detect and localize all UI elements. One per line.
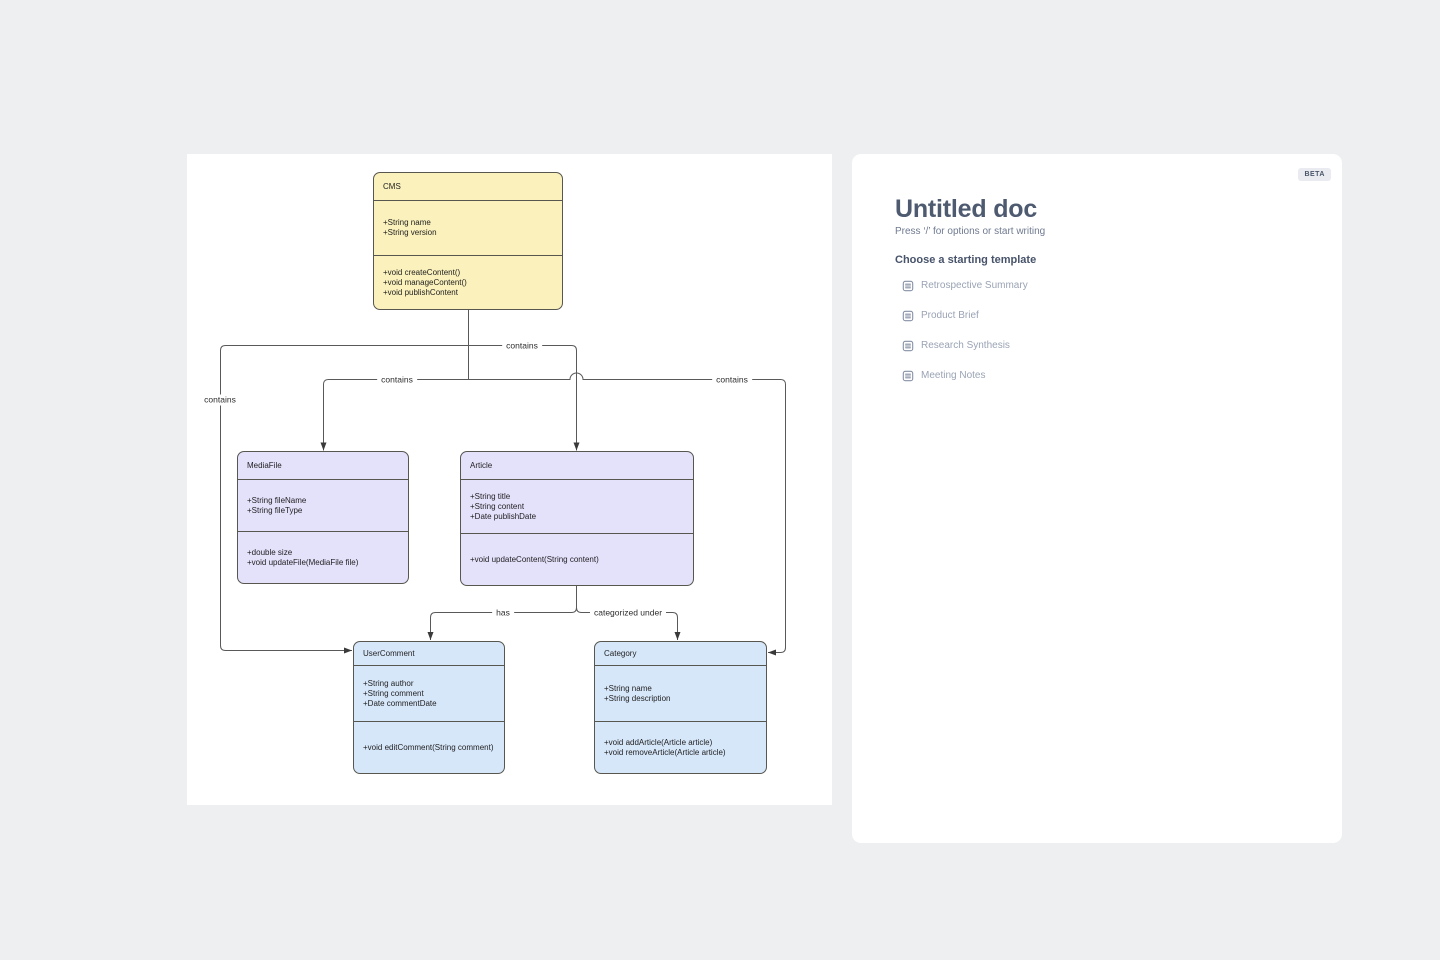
class-methods-category: +void addArticle(Article article) +void …: [595, 721, 766, 773]
templates-heading: Choose a starting template: [895, 254, 1037, 266]
class-attribute: +String fileType: [247, 505, 303, 515]
class-title-mediafile: MediaFile: [238, 452, 408, 480]
class-method: +void addArticle(Article article): [604, 737, 713, 747]
class-box-category[interactable]: Category +String name +String descriptio…: [594, 641, 767, 774]
class-title-usercomment: UserComment: [354, 642, 504, 666]
doc-title[interactable]: Untitled doc: [895, 195, 1038, 223]
class-attributes-mediafile: +String fileName +String fileType: [238, 480, 408, 531]
doc-panel: BETA Untitled doc Press ‘/’ for options …: [852, 154, 1342, 843]
class-attribute: +String name: [383, 218, 431, 227]
class-box-mediafile[interactable]: MediaFile +String fileName +String fileT…: [237, 451, 409, 584]
class-attributes-article: +String title +String content +Date publ…: [461, 480, 693, 533]
class-attribute: +String author: [363, 678, 414, 688]
edge-cms-category: [468, 372, 786, 656]
template-item-meeting-notes[interactable]: Meeting Notes: [902, 361, 1028, 391]
class-attributes-cms: +String name +String version: [374, 201, 562, 255]
class-attributes-usercomment: +String author +String comment +Date com…: [354, 666, 504, 721]
class-box-usercomment[interactable]: UserComment +String author +String comme…: [353, 641, 505, 774]
class-methods-article: +void updateContent(String content): [461, 533, 693, 585]
edge-label-categorized-under: categorized under: [589, 607, 667, 619]
class-method: +void removeArticle(Article article): [604, 747, 726, 757]
class-attribute: +String name: [604, 683, 652, 693]
class-title-category: Category: [595, 642, 766, 666]
edge-label-contains-article: contains: [502, 340, 542, 352]
class-title-cms: CMS: [374, 173, 562, 201]
template-list: Retrospective Summary Product Brief Rese…: [902, 271, 1028, 391]
template-label: Research Synthesis: [921, 340, 1010, 351]
template-item-research-synthesis[interactable]: Research Synthesis: [902, 331, 1028, 361]
template-label: Product Brief: [921, 310, 979, 321]
class-attribute: +String fileName: [247, 495, 307, 505]
diagram-canvas: contains contains contains contains has …: [187, 154, 832, 805]
class-method: +void updateFile(MediaFile file): [247, 557, 359, 567]
class-attribute: +String comment: [363, 688, 424, 698]
edge-label-contains-usercomment: contains: [200, 394, 240, 406]
class-attribute: +String content: [470, 501, 525, 511]
class-box-article[interactable]: Article +String title +String content +D…: [460, 451, 694, 586]
document-lines-icon: [902, 310, 914, 322]
class-methods-usercomment: +void editComment(String comment): [354, 721, 504, 773]
template-label: Meeting Notes: [921, 370, 986, 381]
class-attribute: +String description: [604, 693, 671, 703]
edge-label-contains-mediafile: contains: [377, 374, 417, 386]
template-item-product-brief[interactable]: Product Brief: [902, 301, 1028, 331]
template-label: Retrospective Summary: [921, 280, 1028, 291]
document-lines-icon: [902, 370, 914, 382]
class-method: +void publishContent: [383, 287, 458, 297]
class-attributes-category: +String name +String description: [595, 666, 766, 721]
document-lines-icon: [902, 280, 914, 292]
class-title-article: Article: [461, 452, 693, 480]
class-attribute: +String title: [470, 491, 511, 501]
edge-cms-article: [468, 345, 580, 451]
edge-cms-mediafile: [320, 379, 469, 451]
beta-badge: BETA: [1298, 168, 1331, 181]
class-attribute: +Date commentDate: [363, 698, 437, 708]
class-method: +double size: [247, 547, 293, 557]
edge-cms-usercomment: [220, 345, 469, 654]
edge-label-contains-category: contains: [712, 374, 752, 386]
class-box-cms[interactable]: CMS +String name +String version +void c…: [373, 172, 563, 310]
doc-editor-placeholder[interactable]: Press ‘/’ for options or start writing: [895, 226, 1046, 237]
class-method: +void manageContent(): [383, 277, 467, 287]
edge-article-category: [576, 607, 681, 640]
class-methods-cms: +void createContent() +void manageConten…: [374, 255, 562, 309]
class-methods-mediafile: +double size +void updateFile(MediaFile …: [238, 531, 408, 583]
template-item-retrospective-summary[interactable]: Retrospective Summary: [902, 271, 1028, 301]
document-lines-icon: [902, 340, 914, 352]
class-attribute: +Date publishDate: [470, 511, 537, 521]
edge-label-has: has: [492, 607, 514, 619]
class-method: +void editComment(String comment): [363, 742, 494, 752]
class-method: +void createContent(): [383, 267, 461, 277]
class-method: +void updateContent(String content): [470, 554, 599, 564]
class-attribute: +String version: [383, 228, 437, 237]
